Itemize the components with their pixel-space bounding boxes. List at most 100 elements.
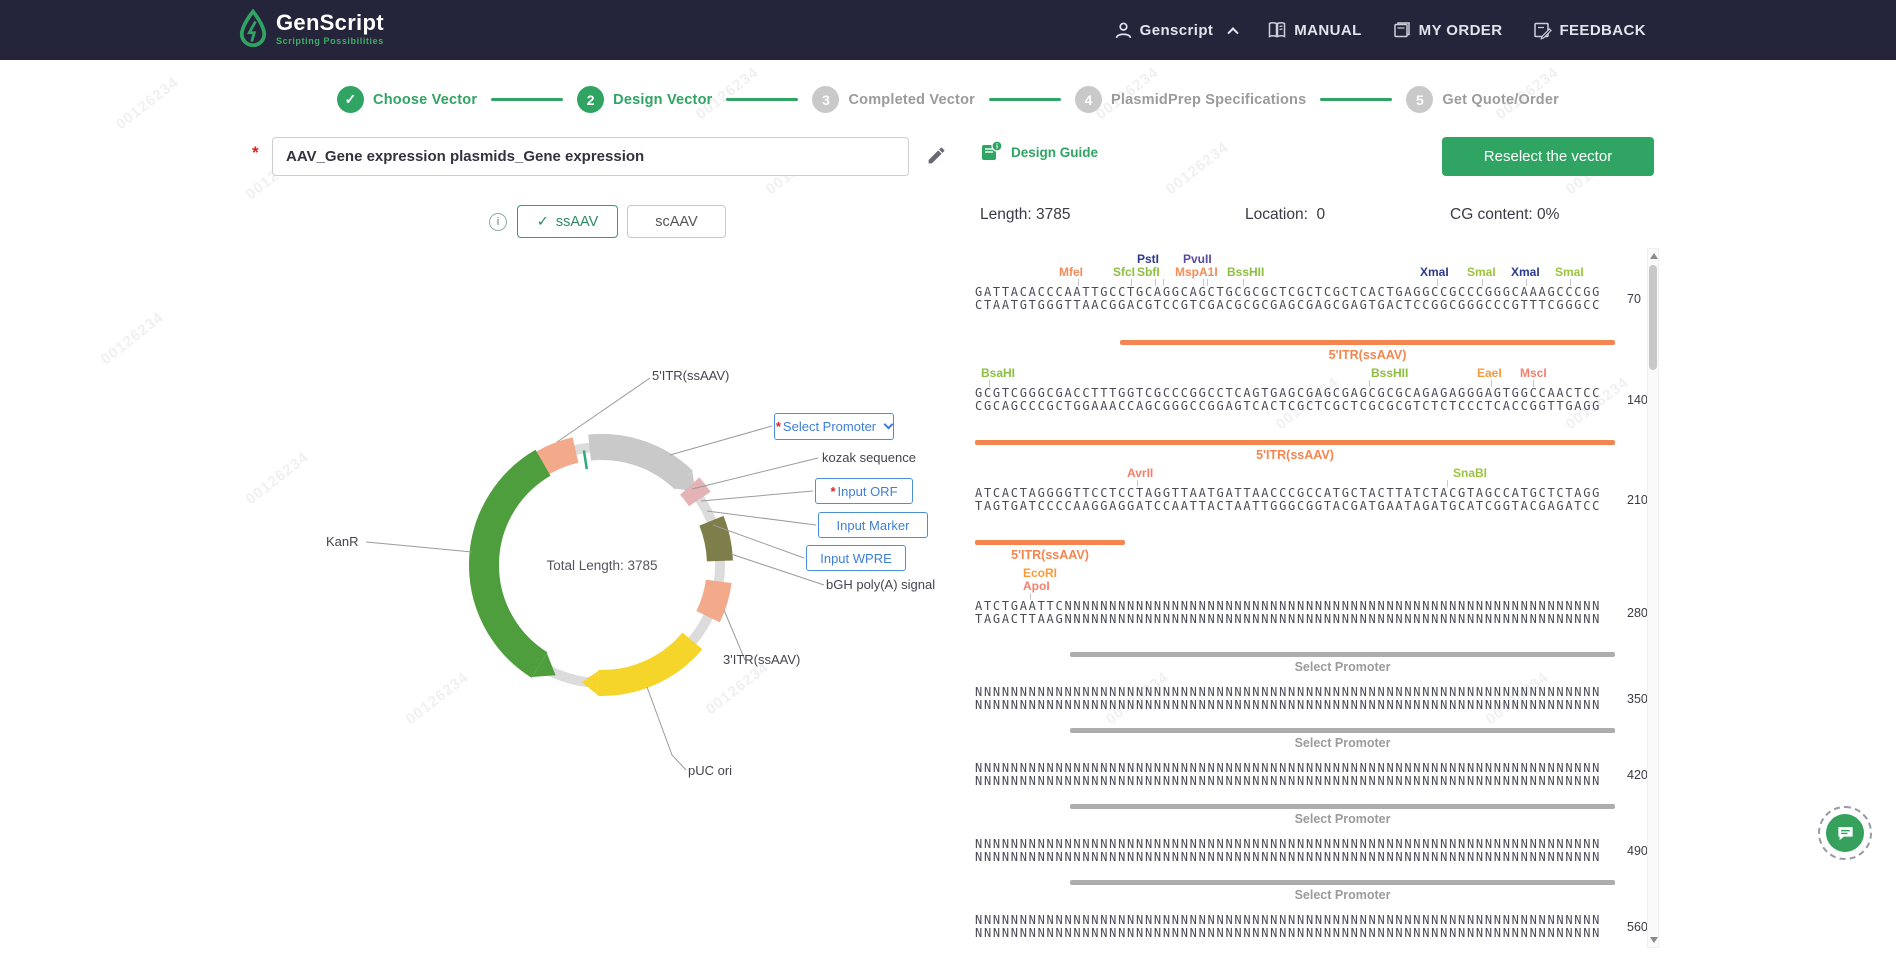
annotation-bar-promoter[interactable]	[1070, 728, 1615, 733]
scrollbar-thumb[interactable]	[1649, 265, 1657, 370]
input-wpre-label: Input WPRE	[820, 550, 892, 566]
required-asterisk: *	[252, 143, 259, 162]
enzyme-label[interactable]: SnaBI	[1453, 466, 1488, 480]
chevron-down-icon	[883, 419, 894, 430]
user-menu[interactable]: Genscript	[1114, 21, 1239, 40]
manual-book-icon	[1269, 22, 1286, 38]
enzyme-label[interactable]: MspA1I	[1175, 265, 1218, 279]
dna-bottom-strand[interactable]: CTAATGTGGGTTAACGGACGTCCGTCGACGCGCGAGCGAG…	[975, 298, 1602, 312]
position-number: 350	[1627, 692, 1648, 706]
dna-top-strand[interactable]: ATCTGAATTCNNNNNNNNNNNNNNNNNNNNNNNNNNNNNN…	[975, 599, 1602, 613]
nav-link-manual[interactable]: MANUAL	[1267, 20, 1361, 40]
enzyme-label[interactable]: SmaI	[1555, 265, 1584, 279]
dna-top-strand[interactable]: GCGTCGGGCGACCTTTGGTCGCCCGGCCTCAGTGAGCGAG…	[975, 386, 1602, 400]
info-icon[interactable]: i	[489, 213, 507, 231]
enzyme-label[interactable]: EcoRI	[1023, 566, 1058, 580]
step-plasmidprep-specifications[interactable]: 4 PlasmidPrep Specifications	[1074, 86, 1306, 113]
enzyme-label[interactable]: XmaI	[1511, 265, 1540, 279]
nav-link-my-order[interactable]: MY ORDER	[1392, 20, 1503, 40]
input-orf-button[interactable]: * Input ORF	[815, 478, 913, 504]
arc-bgh-polya[interactable]	[699, 515, 733, 562]
annotation-bar-label: 5'ITR(ssAAV)	[1011, 548, 1089, 562]
dna-bottom-strand[interactable]: TAGACTTAAGNNNNNNNNNNNNNNNNNNNNNNNNNNNNNN…	[975, 612, 1602, 626]
label-puc-ori: pUC ori	[688, 763, 733, 778]
genscript-logo[interactable]: GenScript Scripting Possibilities	[238, 9, 384, 49]
arc-kozak[interactable]	[679, 477, 711, 507]
dna-top-strand[interactable]: NNNNNNNNNNNNNNNNNNNNNNNNNNNNNNNNNNNNNNNN…	[975, 761, 1602, 775]
arc-kanr[interactable]	[469, 449, 551, 678]
dna-top-strand[interactable]: NNNNNNNNNNNNNNNNNNNNNNNNNNNNNNNNNNNNNNNN…	[975, 837, 1602, 851]
nav-link-feedback[interactable]: FEEDBACK	[1532, 20, 1646, 40]
enzyme-label[interactable]: SbfI	[1137, 265, 1160, 279]
edit-pencil-icon[interactable]	[926, 145, 947, 171]
design-guide-label: Design Guide	[1011, 144, 1099, 160]
enzyme-label[interactable]: PvuII	[1183, 252, 1212, 266]
reselect-vector-button[interactable]: Reselect the vector	[1442, 137, 1654, 176]
enzyme-tick	[1155, 279, 1156, 286]
enzyme-label[interactable]: BsaHI	[981, 366, 1016, 380]
dna-bottom-strand[interactable]: NNNNNNNNNNNNNNNNNNNNNNNNNNNNNNNNNNNNNNNN…	[975, 926, 1602, 940]
enzyme-label[interactable]: BssHII	[1227, 265, 1265, 279]
dna-bottom-strand[interactable]: NNNNNNNNNNNNNNNNNNNNNNNNNNNNNNNNNNNNNNNN…	[975, 850, 1602, 864]
dna-bottom-strand[interactable]: NNNNNNNNNNNNNNNNNNNNNNNNNNNNNNNNNNNNNNNN…	[975, 774, 1602, 788]
enzyme-label[interactable]: MscI	[1520, 366, 1547, 380]
scroll-down-arrow[interactable]	[1650, 937, 1658, 943]
enzyme-label[interactable]: EaeI	[1477, 366, 1502, 380]
tab-scaav[interactable]: scAAV	[627, 205, 726, 238]
annotation-bar-promoter[interactable]	[1070, 880, 1615, 885]
arc-itr3[interactable]	[696, 579, 732, 623]
dna-bottom-strand[interactable]: CGCAGCCCGCTGGAAACCAGCGGGCCGGAGTCACTCGCTC…	[975, 399, 1602, 413]
tab-ssaav-label: ssAAV	[555, 213, 599, 230]
leader-lines	[365, 377, 825, 771]
position-number: 560	[1627, 920, 1648, 934]
enzyme-tick	[1482, 279, 1483, 286]
top-navbar: GenScript Scripting Possibilities Genscr…	[0, 0, 1896, 60]
arc-puc-ori[interactable]	[597, 632, 703, 696]
input-wpre-button[interactable]: Input WPRE	[806, 545, 906, 571]
arc-promoter[interactable]	[588, 434, 694, 490]
enzyme-label[interactable]: XmaI	[1420, 265, 1449, 279]
select-promoter-dropdown[interactable]: * Select Promoter	[774, 413, 894, 440]
annotation-bar-itr[interactable]	[1120, 340, 1615, 345]
enzyme-label[interactable]: BssHII	[1371, 366, 1409, 380]
enzyme-label[interactable]: ApoI	[1023, 579, 1050, 593]
annotation-bar-itr[interactable]	[975, 440, 1615, 445]
enzyme-label[interactable]: PstI	[1137, 252, 1160, 266]
dna-top-strand[interactable]: NNNNNNNNNNNNNNNNNNNNNNNNNNNNNNNNNNNNNNNN…	[975, 913, 1602, 927]
dna-top-strand[interactable]: ATCACTAGGGGTTCCTCCTAGGTTAATGATTAACCCGCCA…	[975, 486, 1602, 500]
step-choose-vector[interactable]: ✓ Choose Vector	[337, 86, 477, 113]
enzyme-tick	[1137, 480, 1138, 487]
step-completed-vector[interactable]: 3 Completed Vector	[812, 86, 975, 113]
dna-top-strand[interactable]: GATTACACCCAATTGCCTGCAGGCAGCTGCGCGCTCGCTC…	[975, 285, 1602, 299]
enzyme-label[interactable]: SfcI	[1113, 265, 1136, 279]
design-guide-link[interactable]: i Design Guide	[979, 140, 1098, 164]
droplet-logo-icon	[239, 9, 267, 48]
dna-bottom-strand[interactable]: NNNNNNNNNNNNNNNNNNNNNNNNNNNNNNNNNNNNNNNN…	[975, 698, 1602, 712]
check-icon: ✓	[536, 213, 549, 230]
sequence-scrollbar[interactable]	[1647, 248, 1659, 948]
input-marker-button[interactable]: Input Marker	[818, 512, 928, 538]
annotation-bar-itr[interactable]	[975, 540, 1125, 545]
position-number: 140	[1627, 393, 1648, 407]
step-design-vector[interactable]: 2 Design Vector	[577, 86, 712, 113]
annotation-bar-promoter[interactable]	[1070, 652, 1615, 657]
step-get-quote-order[interactable]: 5 Get Quote/Order	[1406, 86, 1559, 113]
user-icon	[1115, 22, 1131, 38]
user-menu-label: Genscript	[1139, 21, 1214, 39]
enzyme-tick	[1131, 279, 1132, 286]
scroll-up-arrow[interactable]	[1650, 253, 1658, 259]
dna-bottom-strand[interactable]: TAGTGATCCCCAAGGAGGATCCAATTACTAATTGGGCGGT…	[975, 499, 1602, 513]
label-itr5: 5'ITR(ssAAV)	[652, 368, 730, 383]
dna-top-strand[interactable]: NNNNNNNNNNNNNNNNNNNNNNNNNNNNNNNNNNNNNNNN…	[975, 685, 1602, 699]
enzyme-label[interactable]: SmaI	[1467, 265, 1496, 279]
design-guide-book-icon: i	[982, 140, 1003, 160]
chat-widget-button[interactable]	[1818, 806, 1872, 860]
vector-name-input[interactable]	[272, 137, 909, 176]
enzyme-label[interactable]: AvrII	[1127, 466, 1154, 480]
tab-ssaav[interactable]: ✓ ssAAV	[517, 205, 618, 238]
input-orf-label: Input ORF	[837, 483, 898, 499]
enzyme-tick	[1533, 380, 1534, 387]
annotation-bar-promoter[interactable]	[1070, 804, 1615, 809]
enzyme-label[interactable]: MfeI	[1059, 265, 1083, 279]
